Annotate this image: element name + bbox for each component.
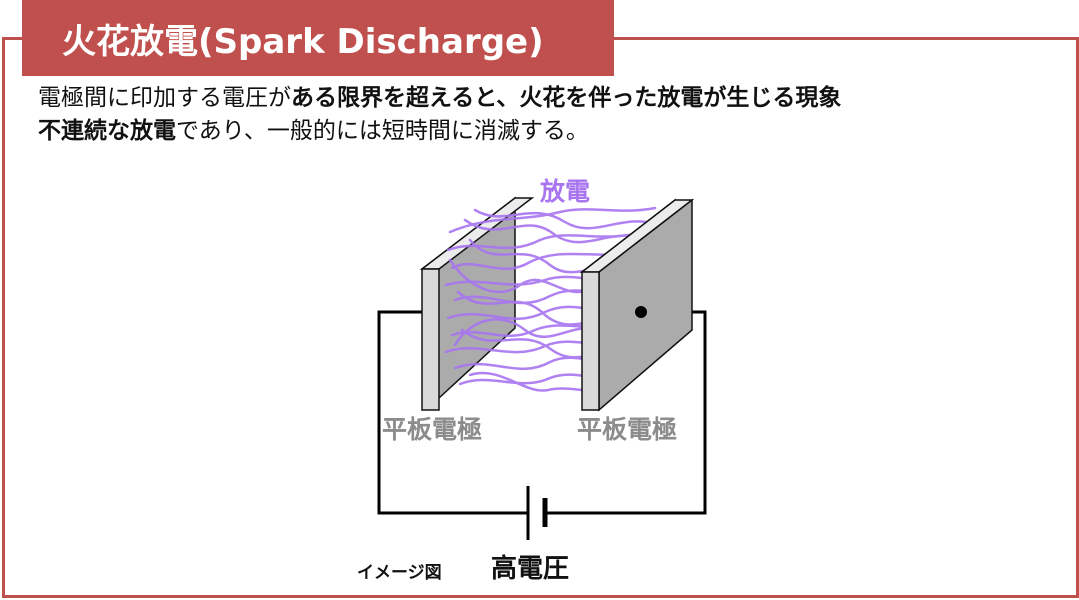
description-text: であり、一般的には短時間に消滅する。: [176, 118, 589, 144]
left-electrode: [419, 196, 535, 411]
description-line-2: 不連続な放電であり、一般的には短時間に消滅する。: [38, 115, 841, 148]
high-voltage-label: 高電圧: [491, 554, 570, 584]
circuit-wire: [377, 310, 528, 515]
terminal-dot: [635, 306, 647, 318]
right-electrode-label: 平板電極: [577, 415, 678, 444]
right-electrode: [579, 198, 695, 412]
page-title: 火花放電(Spark Discharge): [62, 21, 544, 62]
discharge-label: 放電: [540, 177, 591, 206]
description-emphasis: ある限界を超えると、火花を伴った放電が生じる現象: [291, 85, 842, 111]
description-line-1: 電極間に印加する電圧がある限界を超えると、火花を伴った放電が生じる現象: [38, 82, 841, 115]
description-text: 電極間に印加する電圧が: [38, 85, 291, 111]
description: 電極間に印加する電圧がある限界を超えると、火花を伴った放電が生じる現象 不連続な…: [38, 82, 841, 148]
title-banner: 火花放電(Spark Discharge): [22, 0, 614, 76]
image-note: イメージ図: [357, 563, 442, 583]
description-emphasis: 不連続な放電: [38, 118, 176, 144]
left-electrode-label: 平板電極: [382, 415, 483, 444]
content-frame: [2, 37, 1079, 598]
